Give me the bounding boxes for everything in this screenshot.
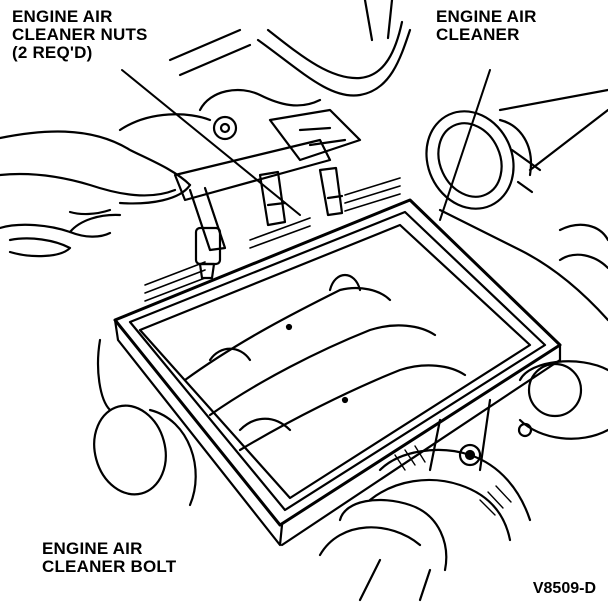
leader-cleaner-nuts bbox=[121, 69, 301, 216]
leader-lines bbox=[121, 69, 491, 221]
callout-engine-air-cleaner: ENGINE AIR CLEANER bbox=[436, 8, 537, 44]
figure-identifier: V8509-D bbox=[532, 580, 596, 597]
upper-engine-hoses bbox=[118, 0, 412, 162]
leader-engine-air-cleaner bbox=[439, 69, 491, 221]
callout-line: CLEANER bbox=[436, 25, 520, 44]
cleaner-nut-studs bbox=[258, 166, 344, 227]
wrench-tool bbox=[173, 138, 332, 280]
callout-engine-air-cleaner-nuts: ENGINE AIR CLEANER NUTS (2 REQ'D) bbox=[12, 8, 148, 62]
air-intake-tube bbox=[425, 88, 608, 440]
callout-line: ENGINE AIR bbox=[12, 7, 113, 26]
left-cylinder bbox=[93, 338, 197, 507]
technician-hand bbox=[0, 130, 192, 258]
callout-line: ENGINE AIR bbox=[436, 7, 537, 26]
lower-hose-assembly bbox=[318, 398, 532, 602]
callout-line: CLEANER BOLT bbox=[42, 557, 177, 576]
filter-pleats bbox=[144, 177, 401, 302]
callout-line: (2 REQ'D) bbox=[12, 43, 93, 62]
air-cleaner-housing bbox=[113, 198, 562, 547]
callout-line: CLEANER NUTS bbox=[12, 25, 148, 44]
callout-line: ENGINE AIR bbox=[42, 539, 143, 558]
callout-engine-air-cleaner-bolt: ENGINE AIR CLEANER BOLT bbox=[42, 540, 176, 576]
